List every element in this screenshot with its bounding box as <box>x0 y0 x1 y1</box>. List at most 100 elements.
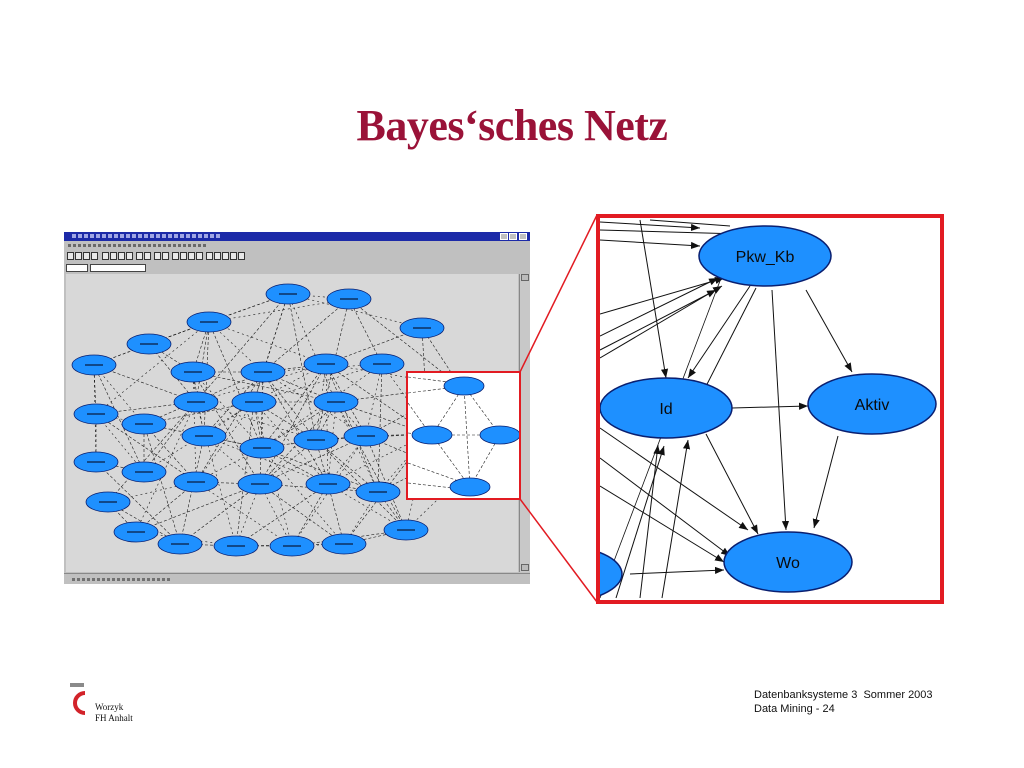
overview-edge <box>259 435 367 485</box>
overview-edge <box>195 401 255 483</box>
footer-author: Worzyk <box>95 702 124 712</box>
overview-edge <box>95 321 210 415</box>
overview-edge <box>195 481 293 547</box>
overview-edge <box>259 363 327 485</box>
overview-edge <box>365 363 383 437</box>
overview-edge <box>143 423 181 545</box>
overview-edge <box>259 483 293 547</box>
toolbar-button-icon <box>126 252 133 260</box>
highlight-subgraph <box>407 376 521 497</box>
window-title-text <box>72 234 222 238</box>
network-canvas <box>66 274 518 572</box>
overview-edge <box>261 363 327 449</box>
footer-course: Datenbanksysteme 3 Sommer 2003 <box>754 689 933 701</box>
toolbar-button-icon <box>136 252 143 260</box>
overview-node-label-mark <box>373 363 391 365</box>
footer-page-number: Data Mining - 24 <box>754 703 835 715</box>
overview-edge <box>192 371 337 403</box>
overview-edge <box>327 433 429 485</box>
toolbar-button-icon <box>230 252 237 260</box>
toolbar-button-icon <box>91 252 98 260</box>
overview-node-label-mark <box>187 401 205 403</box>
overview-node-label-mark <box>279 293 297 295</box>
overview-node-label-mark <box>335 543 353 545</box>
overview-node-label-mark <box>245 401 263 403</box>
node-label: Id <box>659 401 672 418</box>
overview-edge <box>143 423 197 483</box>
toolbar-button-icon <box>238 252 245 260</box>
toolbar-button-icon <box>188 252 195 260</box>
overview-node-label-mark <box>135 471 153 473</box>
overview-node-label-mark <box>200 321 218 323</box>
overview-network-graph <box>71 283 497 557</box>
overview-edge <box>335 401 407 531</box>
node-aktiv: Aktiv <box>807 373 937 435</box>
edge-id-wo <box>705 433 759 535</box>
overview-edge <box>195 401 317 441</box>
overview-edge <box>377 363 383 493</box>
slide-title: Bayes‘sches Netz <box>356 101 668 150</box>
overview-edge <box>405 433 429 531</box>
edge <box>600 277 719 337</box>
overview-edge <box>95 413 197 483</box>
overview-edge <box>259 371 264 485</box>
overview-node-label-mark <box>397 529 415 531</box>
overview-node-label-mark <box>87 461 105 463</box>
toolbar-button-icon <box>180 252 187 260</box>
toolbar-button-icon <box>154 252 161 260</box>
edge-pkw-kb-id <box>687 285 751 379</box>
node-id: Id <box>600 377 733 439</box>
overview-edge <box>261 447 379 493</box>
overview-edge <box>93 364 97 463</box>
toolbar-button-icon <box>144 252 151 260</box>
overview-edge <box>135 483 261 533</box>
zoom-panel: Pkw_Kb Id Aktiv Wo <box>596 214 944 604</box>
overview-edge <box>365 385 461 437</box>
toolbar-button-icon <box>75 252 82 260</box>
node-label: Pkw_Kb <box>736 249 795 266</box>
overview-edge <box>195 293 289 403</box>
overview-edge <box>235 401 255 547</box>
scroll-up-icon <box>521 274 529 281</box>
overview-edge <box>143 401 255 425</box>
edge <box>661 439 691 599</box>
callout-line-bottom <box>519 498 598 603</box>
zoom-region-highlight <box>406 371 521 500</box>
overview-edge <box>195 371 264 483</box>
overview-node-label-mark <box>369 491 387 493</box>
overview-edge <box>235 483 329 547</box>
overview-edge <box>195 321 210 403</box>
overview-edge <box>291 483 329 547</box>
overview-node-label-mark <box>227 545 245 547</box>
status-bar <box>64 573 530 584</box>
overview-node-label-mark <box>319 483 337 485</box>
edge <box>600 289 717 351</box>
edge-partial-wo <box>629 566 725 575</box>
overview-edge <box>262 371 329 485</box>
edge-pkw-kb-wo <box>771 289 790 531</box>
overview-edge <box>325 363 329 485</box>
highlight-edge <box>407 462 465 484</box>
overview-node-label-mark <box>253 447 271 449</box>
overview-node-label-mark <box>251 483 269 485</box>
node-wo: Wo <box>723 531 853 593</box>
highlight-node <box>449 477 491 497</box>
footer-org: FH Anhalt <box>95 713 133 723</box>
toolbar-button-icon <box>172 252 179 260</box>
overview-edge <box>421 327 429 435</box>
toolbar-button-icon <box>83 252 90 260</box>
edge <box>600 229 741 235</box>
overview-edge <box>287 293 337 403</box>
menu-bar <box>64 241 530 249</box>
view-selector-box <box>90 264 146 272</box>
toolbar-button-icon <box>118 252 125 260</box>
overview-edge <box>253 363 327 403</box>
callout-line-top <box>519 214 598 373</box>
window-titlebar <box>64 232 530 241</box>
view-selector-box <box>66 264 88 272</box>
overview-edge <box>203 435 329 485</box>
zoom-edges <box>600 219 853 599</box>
edge <box>649 219 731 227</box>
overview-node-label-mark <box>357 435 375 437</box>
overview-node-label-mark <box>340 298 358 300</box>
